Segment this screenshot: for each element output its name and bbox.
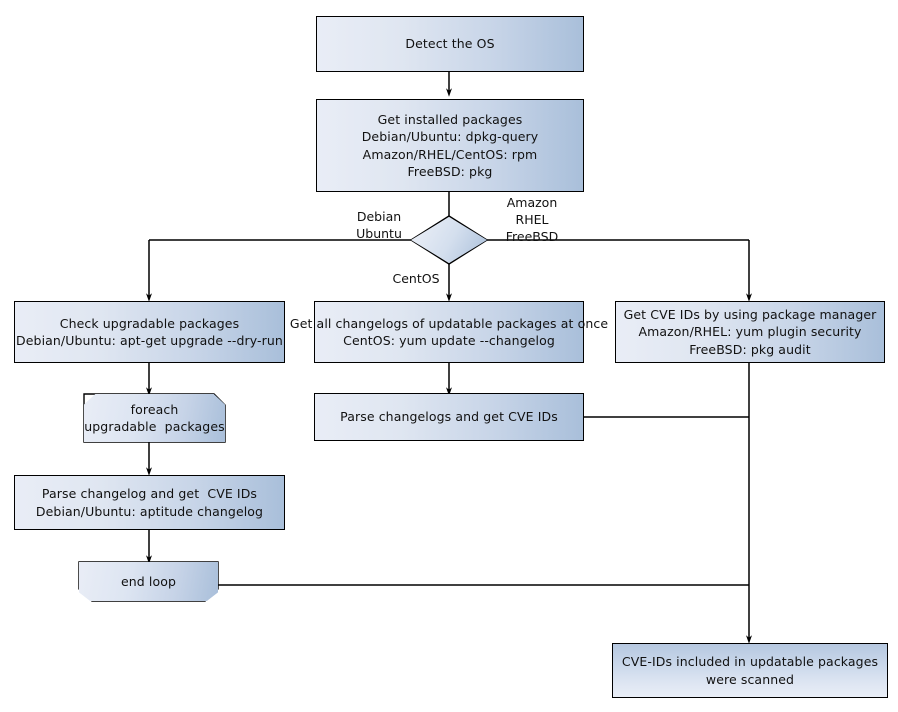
node-decision-os[interactable] (411, 217, 487, 263)
node-parse-changelog-debian[interactable]: Parse changelog and get CVE IDs Debian/U… (14, 475, 285, 530)
node-get-installed-packages[interactable]: Get installed packages Debian/Ubuntu: dp… (316, 99, 584, 192)
node-foreach-upgradable-packages[interactable]: foreach upgradable packages (84, 394, 225, 442)
node-get-all-changelogs[interactable]: Get all changelogs of updatable packages… (290, 301, 608, 363)
node-check-upgradable-packages[interactable]: Check upgradable packages Debian/Ubuntu:… (14, 301, 285, 363)
edge-label-right-branch: Amazon RHEL FreeBSD (505, 195, 559, 244)
node-end-loop[interactable]: end loop (79, 562, 218, 601)
node-parse-changelogs-centos[interactable]: Parse changelogs and get CVE IDs (314, 393, 584, 441)
edge-label-down-branch: CentOS (392, 271, 440, 286)
node-get-cve-ids-package-manager[interactable]: Get CVE IDs by using package manager Ama… (615, 301, 885, 363)
node-result-scanned[interactable]: CVE-IDs included in updatable packages w… (612, 643, 888, 698)
edge-label-left-branch: Debian Ubuntu (356, 209, 402, 241)
node-detect-os[interactable]: Detect the OS (316, 16, 584, 72)
